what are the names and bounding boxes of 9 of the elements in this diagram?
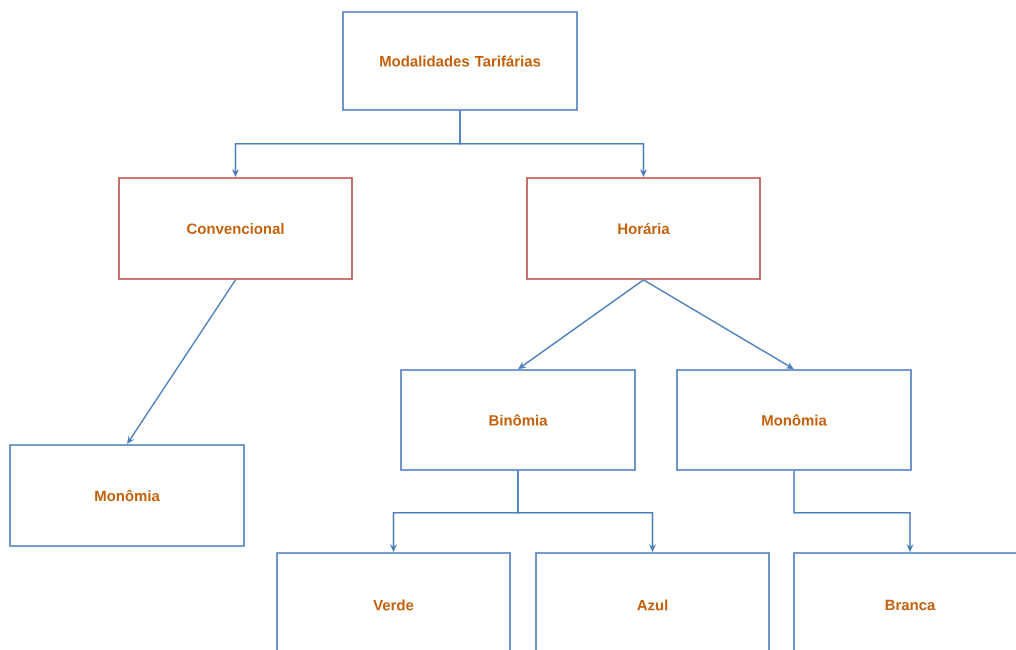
- category-box: Binômia: [400, 369, 636, 471]
- category-box: Horária: [526, 177, 761, 280]
- category-box: Verde: [276, 552, 511, 650]
- category-box: Modalidades Tarifárias: [342, 11, 578, 111]
- category-box: Branca: [793, 552, 1016, 650]
- category-box: Monômia: [676, 369, 912, 471]
- category-box: Monômia: [9, 444, 245, 547]
- category-box: Azul: [535, 552, 770, 650]
- category-box: Convencional: [118, 177, 353, 280]
